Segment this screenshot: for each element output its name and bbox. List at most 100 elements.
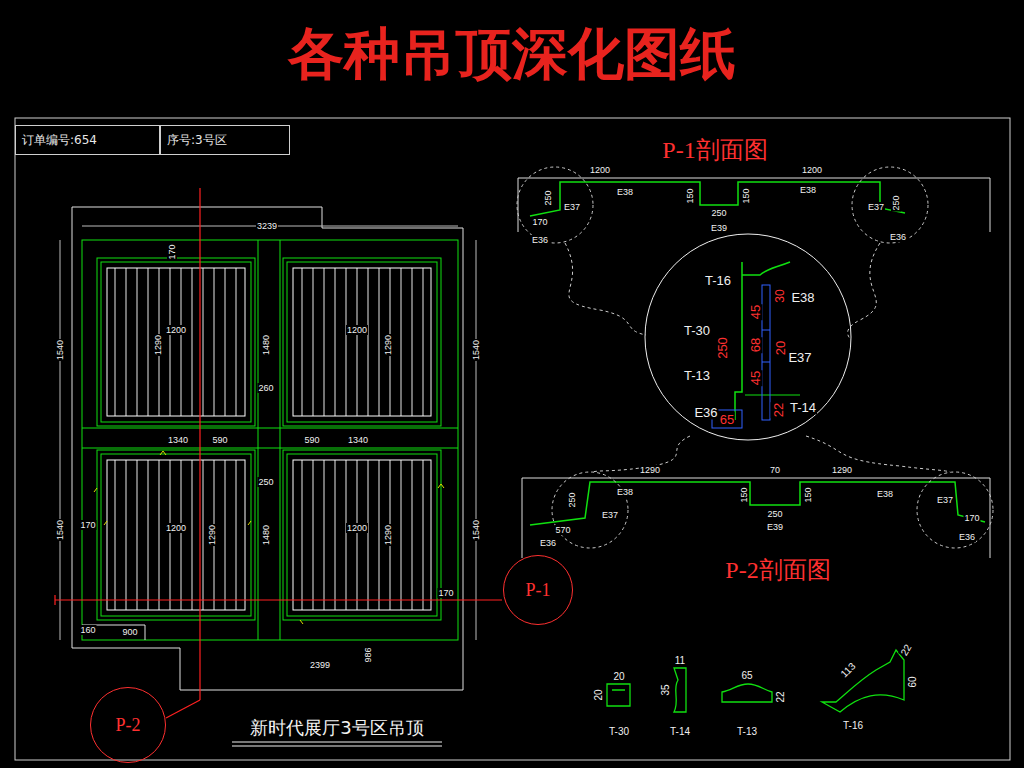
section-title: P-2剖面图 [724,554,831,586]
profile-label: 20 [612,671,625,682]
dimension-label: 1540 [471,339,481,361]
detail-label: 20 [773,340,788,356]
detail-label: 30 [773,288,787,303]
profile-label: 20 [593,688,604,701]
dimension-label: 150 [803,486,813,503]
profile-label: 35 [660,683,671,696]
section-title: P-1剖面图 [661,134,768,166]
section-cut-lines [55,188,502,718]
plan [60,207,476,690]
detail-label: T-14 [789,400,817,415]
dimension-label: 1200 [165,523,187,533]
dimension-label: 170 [437,588,454,598]
detail-label: 65 [719,412,735,427]
dimension-label: E37 [936,495,954,505]
dimension-label: 3239 [256,221,278,231]
dimension-label: 250 [257,477,274,487]
profile-label: 113 [838,660,858,680]
dimension-label: 1290 [153,334,163,356]
dimension-label: 150 [739,486,749,503]
detail-label: 250 [715,336,730,360]
dimension-label: E36 [539,538,557,548]
dimension-label: 1340 [167,435,189,445]
dimension-label: 1540 [55,339,65,361]
drawing-caption: 新时代展厅3号区吊顶 [250,716,423,740]
dimension-label: E39 [710,223,728,233]
dimension-label: 170 [79,520,96,530]
dimension-label: 590 [211,435,228,445]
dimension-label: E39 [766,522,784,532]
detail-label: E36 [693,405,718,420]
dimension-label: E37 [867,202,885,212]
profile-label: 22 [775,690,786,703]
profile-label: T-13 [736,726,758,737]
dimension-label: 150 [741,187,751,204]
dimension-label: 590 [303,435,320,445]
detail-label: T-13 [683,368,711,383]
profile-label: T-14 [669,726,691,737]
section-marker: P-1 [503,555,573,625]
detail-label: 45 [748,304,763,320]
profile-label: T-16 [842,720,864,731]
dimension-label: 900 [121,627,138,637]
detail-label: T-30 [683,323,711,338]
caption-underline [232,742,442,746]
dimension-label: 170 [167,243,177,260]
dimension-label: 1200 [165,325,187,335]
moulding-profiles [607,650,904,712]
detail-label: 68 [748,337,763,353]
detail-label: E38 [790,290,815,305]
profile-label: 22 [898,642,914,659]
title-block-cell: 订单编号:654 [15,125,160,155]
dimension-label: 70 [769,465,781,475]
dimension-label: 250 [710,208,727,218]
dimension-label: E38 [616,187,634,197]
dimension-label: 250 [766,509,783,519]
dimension-label: 1290 [639,465,661,475]
dimension-label: 1200 [346,325,368,335]
dimension-label: 1540 [55,519,65,541]
dimension-label: 260 [257,383,274,393]
detail-label: E37 [787,350,812,365]
cell-text: 订单编号:654 [22,132,97,149]
dimension-label: E38 [799,185,817,195]
dimension-label: 1540 [471,519,481,541]
dimension-label: E37 [563,202,581,212]
dimension-label: 1290 [831,465,853,475]
detail-label: 22 [771,402,786,418]
dimension-label: 2399 [309,660,331,670]
dimension-label: E38 [616,487,634,497]
dimension-label: E36 [889,232,907,242]
page-title: 各种吊顶深化图纸 [288,17,736,93]
section-marker: P-2 [90,687,166,763]
marker-label: P-1 [525,580,550,601]
title-block-cell: 序号:3号区 [160,125,290,155]
section-p2 [522,472,993,558]
dimension-label: 1290 [383,334,393,356]
dimension-label: 170 [531,217,548,227]
dimension-label: 250 [567,491,577,508]
profile-label: T-30 [608,726,630,737]
marker-label: P-2 [115,715,140,736]
section-p1 [517,167,990,472]
profile-label: 60 [907,675,918,688]
dimension-label: 170 [963,513,980,523]
dimension-label: 1340 [347,435,369,445]
dimension-label: E36 [958,532,976,542]
sheet-frame [15,118,1010,760]
dimension-label: 1200 [589,165,611,175]
dimension-label: 570 [554,525,571,535]
detail-label: T-16 [704,273,732,288]
dimension-label: 1290 [207,524,217,546]
dimension-label: 250 [543,189,553,206]
dimension-label: 1200 [801,165,823,175]
dimension-label: 1480 [261,524,271,546]
dimension-label: 150 [685,187,695,204]
dimension-label: E37 [601,510,619,520]
dimension-label: 1480 [261,334,271,356]
dimension-label: E36 [531,235,549,245]
dimension-label: 250 [891,194,901,211]
detail-label: 45 [748,370,763,386]
dimension-label: 986 [363,646,373,663]
